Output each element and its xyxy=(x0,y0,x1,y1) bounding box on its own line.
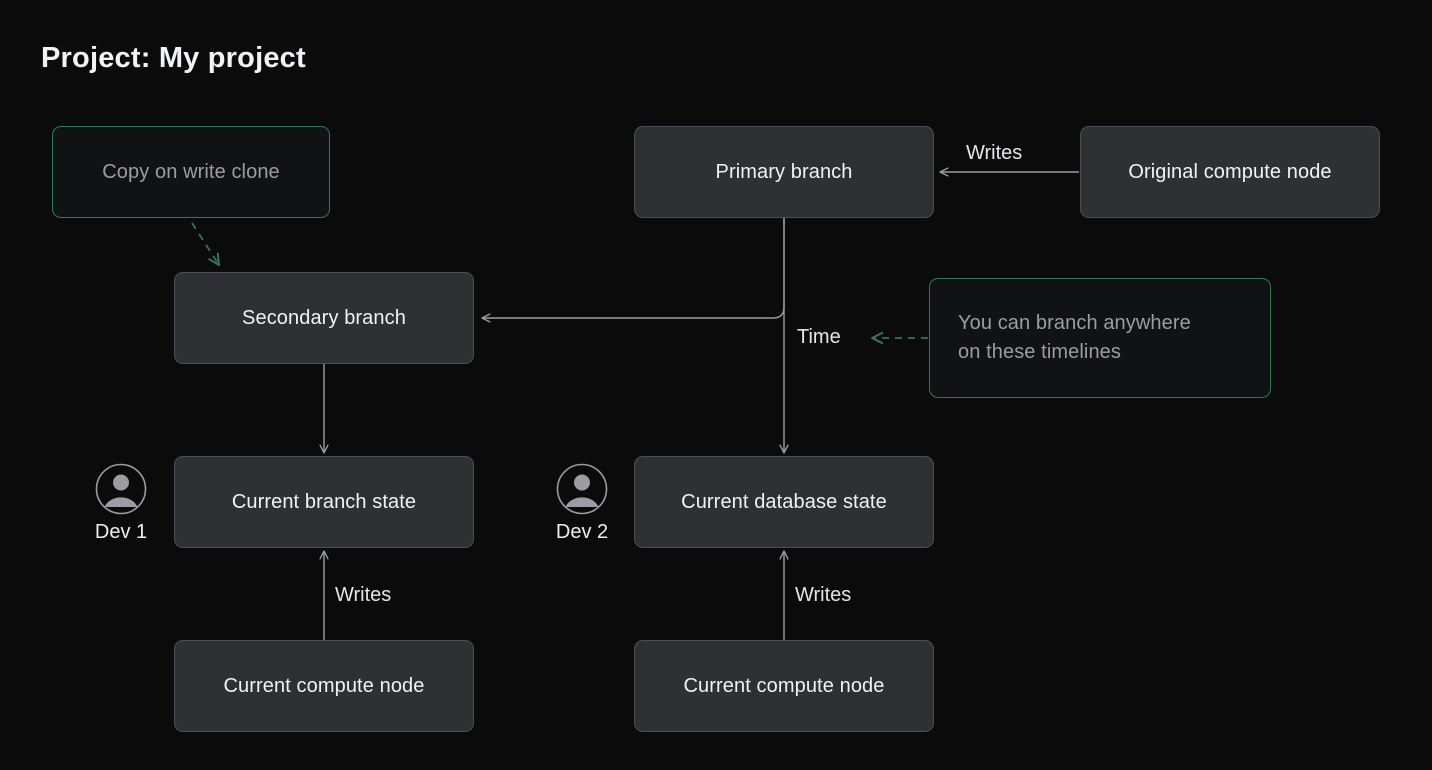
node-current-database-state[interactable]: Current database state xyxy=(634,456,934,548)
callout-branch-anywhere: You can branch anywhere on these timelin… xyxy=(929,278,1271,398)
wire-copy-on-write-to-secondary xyxy=(191,222,221,267)
user-avatar-icon xyxy=(556,463,608,515)
node-current-compute-node-left[interactable]: Current compute node xyxy=(174,640,474,732)
dev-1: Dev 1 xyxy=(76,463,166,544)
node-primary-branch[interactable]: Primary branch xyxy=(634,126,934,218)
node-current-branch-state[interactable]: Current branch state xyxy=(174,456,474,548)
node-secondary-branch[interactable]: Secondary branch xyxy=(174,272,474,364)
page-title: Project: My project xyxy=(41,42,306,74)
edge-label-writes-top: Writes xyxy=(966,142,1023,164)
dev-2: Dev 2 xyxy=(537,463,627,544)
node-original-compute-node[interactable]: Original compute node xyxy=(1080,126,1380,218)
user-avatar-icon xyxy=(95,463,147,515)
wire-primary-to-secondary xyxy=(481,216,785,323)
callout-copy-on-write-clone: Copy on write clone xyxy=(52,126,330,218)
callout-branch-anywhere-line2: on these timelines xyxy=(958,341,1122,363)
node-current-compute-node-right[interactable]: Current compute node xyxy=(634,640,934,732)
edge-label-writes-left: Writes xyxy=(335,584,392,606)
callout-branch-anywhere-line1: You can branch anywhere xyxy=(958,312,1191,334)
edge-label-writes-right: Writes xyxy=(795,584,852,606)
dev-1-label: Dev 1 xyxy=(94,521,148,543)
edge-label-time: Time xyxy=(797,326,841,348)
dev-2-label: Dev 2 xyxy=(555,521,609,543)
